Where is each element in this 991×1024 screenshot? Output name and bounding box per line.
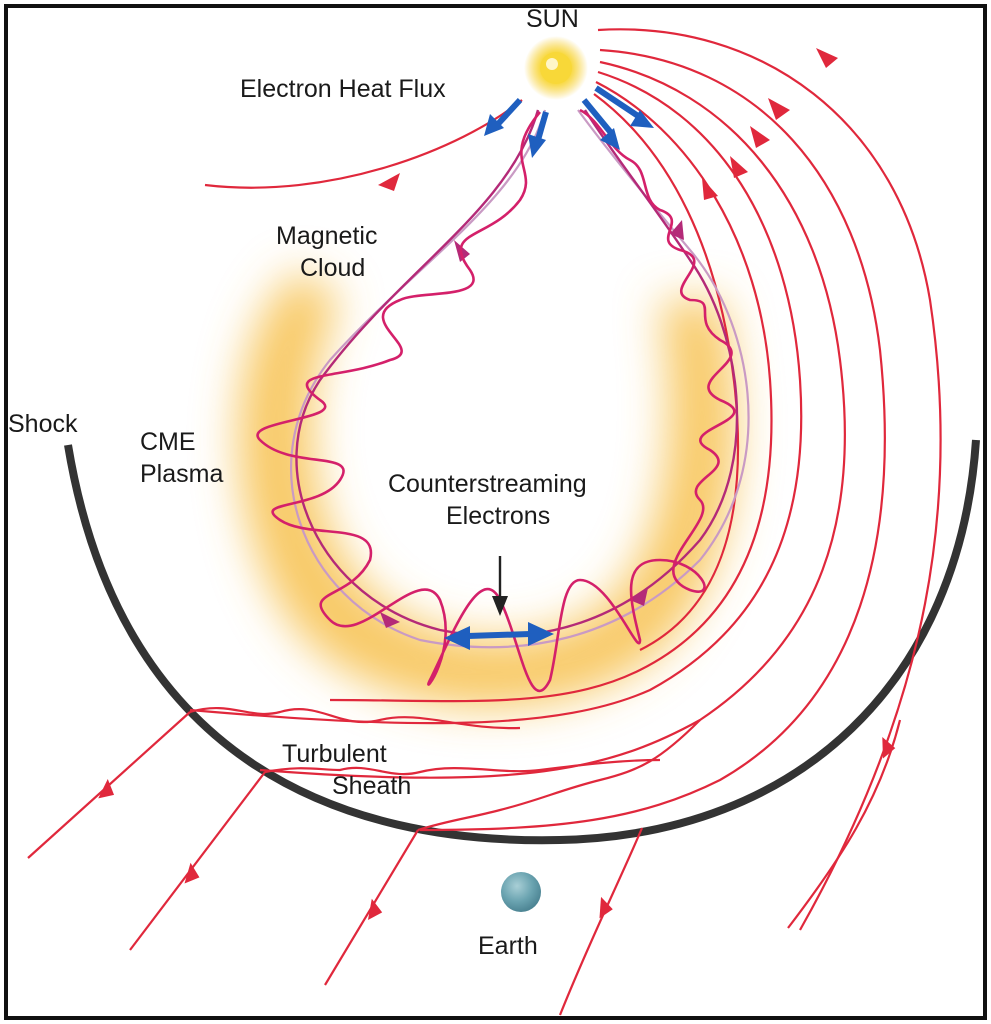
- field-arrow-icon: [882, 736, 896, 759]
- label-counterstreaming-2: Electrons: [446, 502, 550, 530]
- sheath-field-line: [264, 758, 661, 776]
- upstream-field-lines: [27, 707, 902, 1016]
- axis-arrow-icon: [670, 220, 684, 240]
- field-arrow-icon: [750, 126, 770, 148]
- pointer-arrow-icon: [492, 596, 508, 616]
- field-line: [189, 70, 803, 725]
- diagram-frame: [4, 4, 987, 1020]
- heat-flux-arrow: [495, 97, 523, 127]
- label-earth: Earth: [478, 932, 538, 960]
- label-cme-plasma-1: CME: [140, 428, 196, 456]
- field-line: [419, 48, 886, 832]
- heat-flux-arrow-icon: [528, 134, 546, 158]
- label-turbulent-2: Sheath: [332, 772, 411, 800]
- field-arrow-icon: [768, 98, 790, 120]
- earth-icon: [501, 872, 541, 912]
- sun-icon: [524, 36, 588, 100]
- counterstream-shaft: [467, 631, 531, 639]
- field-arrow-icon: [378, 173, 400, 191]
- axis-arrow-icon: [630, 588, 648, 606]
- counterstream-left-arrow-icon: [444, 626, 470, 650]
- axis-arrow-icon: [380, 612, 400, 628]
- heat-flux-arrow-icon: [484, 114, 504, 136]
- sheath-field-line: [417, 719, 701, 832]
- counterstreaming-arrow: [444, 556, 554, 650]
- label-electron-heat-flux: Electron Heat Flux: [240, 75, 446, 103]
- field-arrow-icon: [98, 779, 115, 799]
- field-arrow-icon: [816, 48, 838, 68]
- field-line: [259, 60, 846, 779]
- label-magnetic-cloud-2: Cloud: [300, 254, 365, 282]
- heat-flux-arrow: [594, 85, 640, 119]
- heat-flux-arrow-icon: [600, 128, 620, 150]
- heat-flux-arrow: [535, 111, 549, 141]
- counterstream-right-arrow-icon: [528, 622, 554, 646]
- label-cme-plasma-2: Plasma: [140, 460, 223, 488]
- field-arrow-icon: [702, 178, 718, 200]
- cme-plasma-region: [238, 270, 736, 708]
- electron-heat-flux-arrows: [484, 85, 654, 158]
- label-shock: Shock: [8, 410, 78, 438]
- label-sun: SUN: [526, 5, 579, 33]
- field-arrow-icon: [599, 896, 613, 919]
- label-counterstreaming-1: Counterstreaming: [388, 470, 587, 498]
- label-magnetic-cloud-1: Magnetic: [276, 222, 377, 250]
- field-line: [597, 28, 942, 931]
- field-arrow-icon: [730, 156, 748, 178]
- label-turbulent-1: Turbulent: [282, 740, 387, 768]
- field-arrow-icon: [367, 898, 383, 920]
- sheath-field-line: [189, 707, 521, 730]
- heat-flux-arrow: [581, 98, 615, 136]
- heat-flux-arrow-icon: [630, 110, 654, 128]
- field-arrow-icon: [184, 862, 200, 884]
- field-line: [129, 771, 266, 951]
